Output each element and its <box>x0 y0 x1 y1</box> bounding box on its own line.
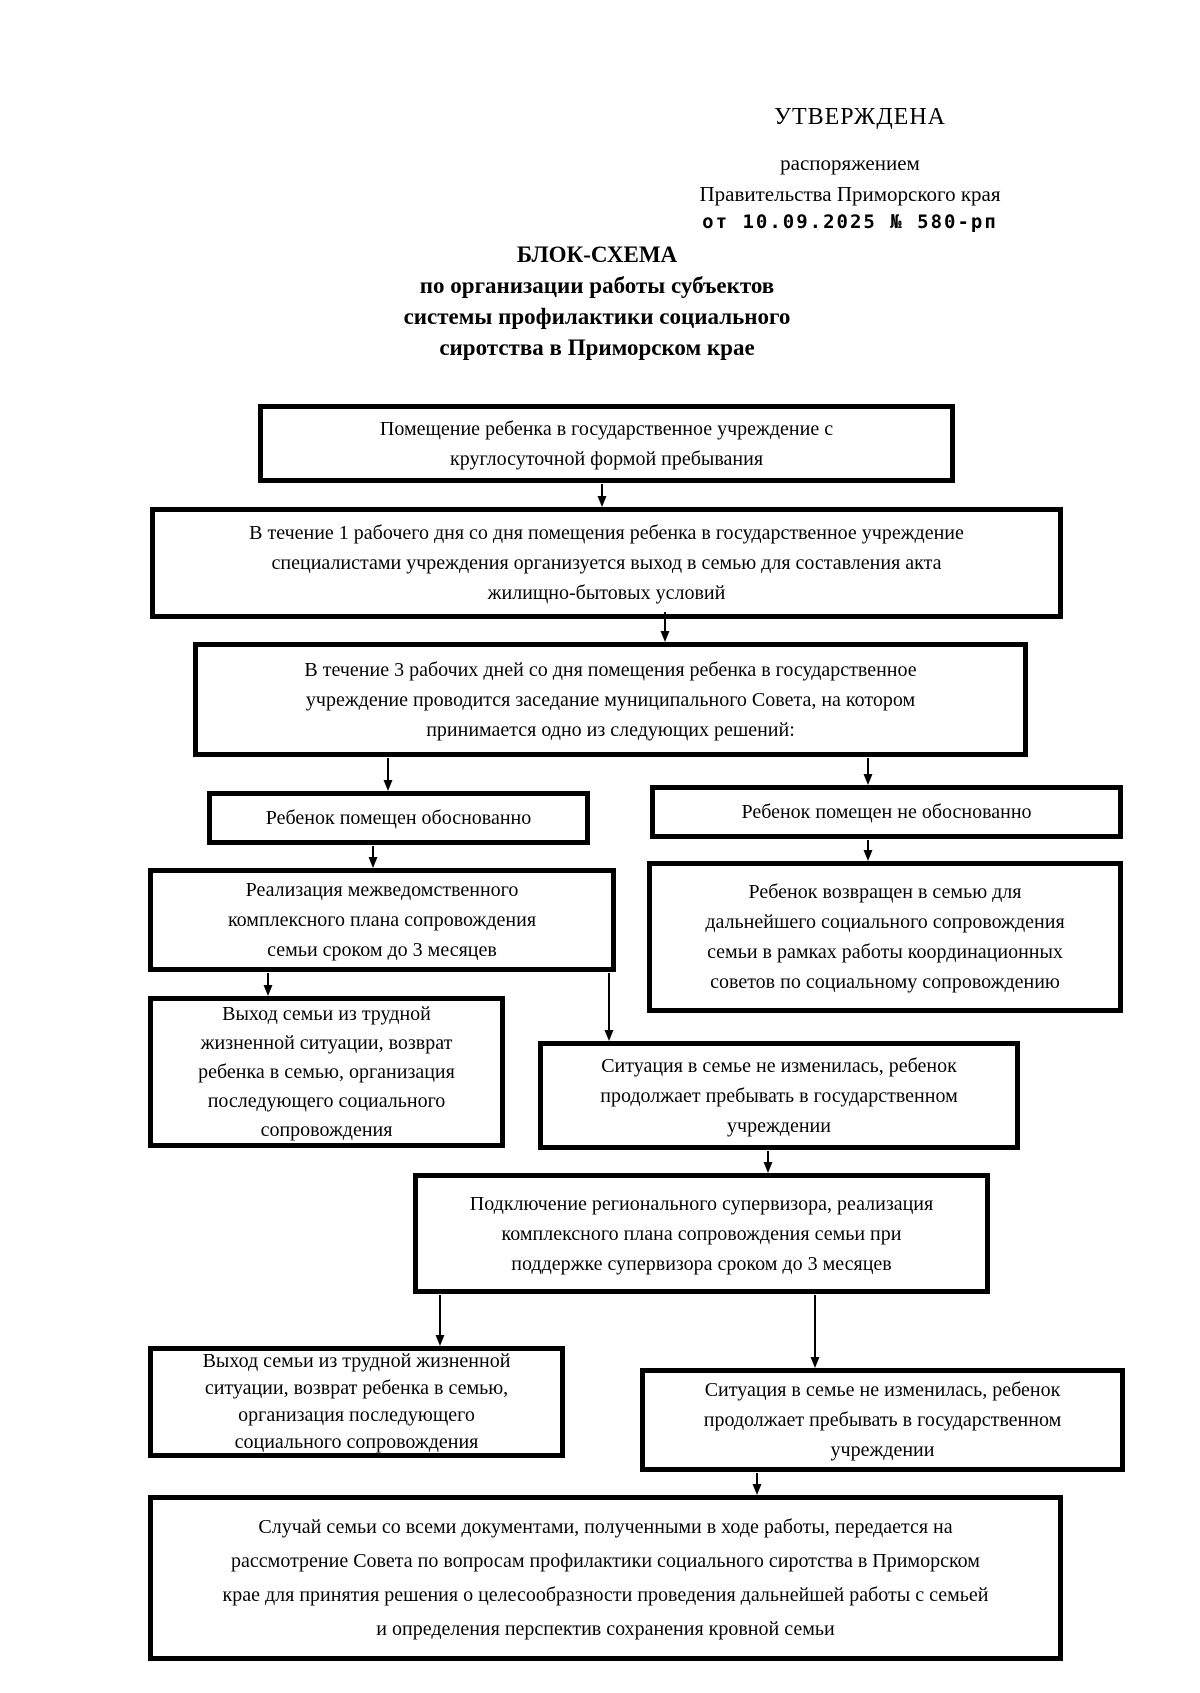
flow-arrow-supervisor-to-situation-2 <box>810 1295 820 1368</box>
flow-box-justified-text: Ребенок помещен обоснованно <box>265 807 532 829</box>
flow-box-placement: Помещение ребенка в государственное учре… <box>258 404 955 483</box>
flow-box-interagency-plan: Реализация межведомственного комплексног… <box>148 868 616 972</box>
flow-arrow-placement-to-day1 <box>597 484 607 507</box>
flow-box-situation-unchanged-2: Ситуация в семье не изменилась, ребенок … <box>640 1368 1125 1472</box>
flow-box-not-justified-text: Ребенок помещен не обоснованно <box>741 801 1032 823</box>
flow-box-council-3days: В течение 3 рабочих дней со дня помещени… <box>193 642 1028 757</box>
flow-arrow-council-to-justified <box>383 758 393 791</box>
approval-authority: распоряжением Правительства Приморского … <box>699 151 1001 206</box>
flow-arrow-council-to-not-justified <box>863 758 873 785</box>
flow-box-regional-council: Случай семьи со всеми документами, получ… <box>148 1495 1063 1661</box>
flow-arrow-situation-1-to-supervisor <box>763 1151 773 1173</box>
flow-box-situation-unchanged-1-text: Ситуация в семье не изменилась, ребенок … <box>600 1054 958 1137</box>
approval-order-ref: от 10.09.2025 № 580-рп <box>702 211 998 233</box>
flow-arrow-situation-2-to-council-final <box>752 1473 762 1495</box>
flow-box-family-exit-2-text: Выход семьи из трудной жизненной ситуаци… <box>202 1350 511 1453</box>
flow-box-family-exit-1: Выход семьи из трудной жизненной ситуаци… <box>148 996 505 1148</box>
flow-box-supervisor-plan-text: Подключение регионального супервизора, р… <box>469 1192 934 1275</box>
flow-box-family-exit-1-text: Выход семьи из трудной жизненной ситуаци… <box>198 1002 455 1141</box>
flow-arrow-justified-to-plan <box>368 846 378 868</box>
flow-arrow-plan-to-situation-1 <box>604 973 614 1041</box>
flow-box-situation-unchanged-2-text: Ситуация в семье не изменилась, ребенок … <box>703 1379 1062 1461</box>
flow-box-council-3days-text: В течение 3 рабочих дней со дня помещени… <box>304 658 917 741</box>
flow-box-interagency-plan-text: Реализация межведомственного комплексног… <box>227 879 537 961</box>
flow-box-family-exit-2: Выход семьи из трудной жизненной ситуаци… <box>148 1346 565 1458</box>
flow-box-not-justified: Ребенок помещен не обоснованно <box>650 785 1123 839</box>
flow-arrow-plan-to-family-exit-1 <box>263 973 273 996</box>
flow-box-day1-visit-text: В течение 1 рабочего дня со дня помещени… <box>249 522 964 604</box>
page-title: БЛОК-СХЕМА по организации работы субъект… <box>403 242 791 360</box>
flow-box-supervisor-plan: Подключение регионального супервизора, р… <box>413 1173 990 1294</box>
flow-box-returned-to-family: Ребенок возвращен в семью для дальнейшег… <box>647 861 1123 1013</box>
flow-box-returned-to-family-text: Ребенок возвращен в семью для дальнейшег… <box>705 881 1065 993</box>
flow-box-placement-text: Помещение ребенка в государственное учре… <box>379 417 834 470</box>
flow-arrow-supervisor-to-family-exit-2 <box>435 1295 445 1346</box>
flow-box-regional-council-text: Случай семьи со всеми документами, получ… <box>222 1516 989 1640</box>
flow-box-situation-unchanged-1: Ситуация в семье не изменилась, ребенок … <box>538 1041 1020 1150</box>
flow-box-day1-visit: В течение 1 рабочего дня со дня помещени… <box>150 507 1063 619</box>
flow-box-justified: Ребенок помещен обоснованно <box>207 791 590 845</box>
flow-arrow-not-justified-to-returned <box>863 840 873 861</box>
approval-stamp: УТВЕРЖДЕНА <box>773 104 947 130</box>
